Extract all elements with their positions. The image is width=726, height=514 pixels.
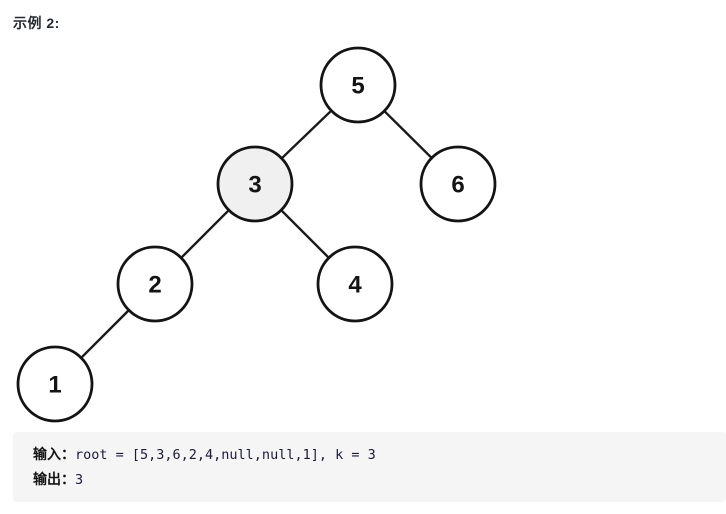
- tree-node-label-1: 1: [48, 372, 61, 399]
- code-line-output: 输出：3: [33, 467, 726, 492]
- tree-node-5: 5: [319, 46, 397, 124]
- tree-node-3: 3: [216, 145, 294, 223]
- tree-edge-n3-n2: [179, 208, 231, 260]
- input-label: 输入：: [33, 446, 75, 462]
- tree-nodes-group: 5 3 6 2 4 1: [16, 46, 497, 423]
- tree-node-circle-3: [216, 145, 294, 223]
- tree-node-label-4: 4: [348, 272, 362, 299]
- tree-edge-n5-n3: [279, 108, 334, 161]
- example-code-block: 输入：root = [5,3,6,2,4,null,null,1], k = 3…: [13, 432, 726, 502]
- code-line-input: 输入：root = [5,3,6,2,4,null,null,1], k = 3: [33, 442, 726, 467]
- tree-node-label-2: 2: [148, 272, 161, 299]
- tree-node-label-5: 5: [351, 73, 364, 100]
- tree-diagram: 5 3 6 2 4 1: [0, 34, 726, 426]
- output-label: 输出：: [33, 471, 75, 487]
- tree-node-label-6: 6: [451, 172, 464, 199]
- page-title: 示例 2:: [13, 15, 60, 31]
- tree-node-6: 6: [419, 145, 497, 223]
- input-value: root = [5,3,6,2,4,null,null,1], k = 3: [75, 447, 376, 463]
- tree-node-circle-5: [319, 46, 397, 124]
- tree-node-4: 4: [316, 245, 394, 323]
- tree-node-1: 1: [16, 345, 94, 423]
- tree-edge-n2-n1: [79, 308, 131, 360]
- tree-node-2: 2: [116, 245, 194, 323]
- tree-node-label-3: 3: [248, 172, 261, 199]
- tree-edges-group: [79, 108, 434, 360]
- tree-node-circle-2: [116, 245, 194, 323]
- tree-svg: 5 3 6 2 4 1: [16, 46, 497, 423]
- tree-node-circle-4: [316, 245, 394, 323]
- tree-edge-n3-n4: [279, 208, 331, 260]
- output-value: 3: [75, 472, 84, 488]
- tree-edge-n5-n6: [382, 109, 434, 160]
- tree-node-circle-1: [16, 345, 94, 423]
- tree-node-circle-6: [419, 145, 497, 223]
